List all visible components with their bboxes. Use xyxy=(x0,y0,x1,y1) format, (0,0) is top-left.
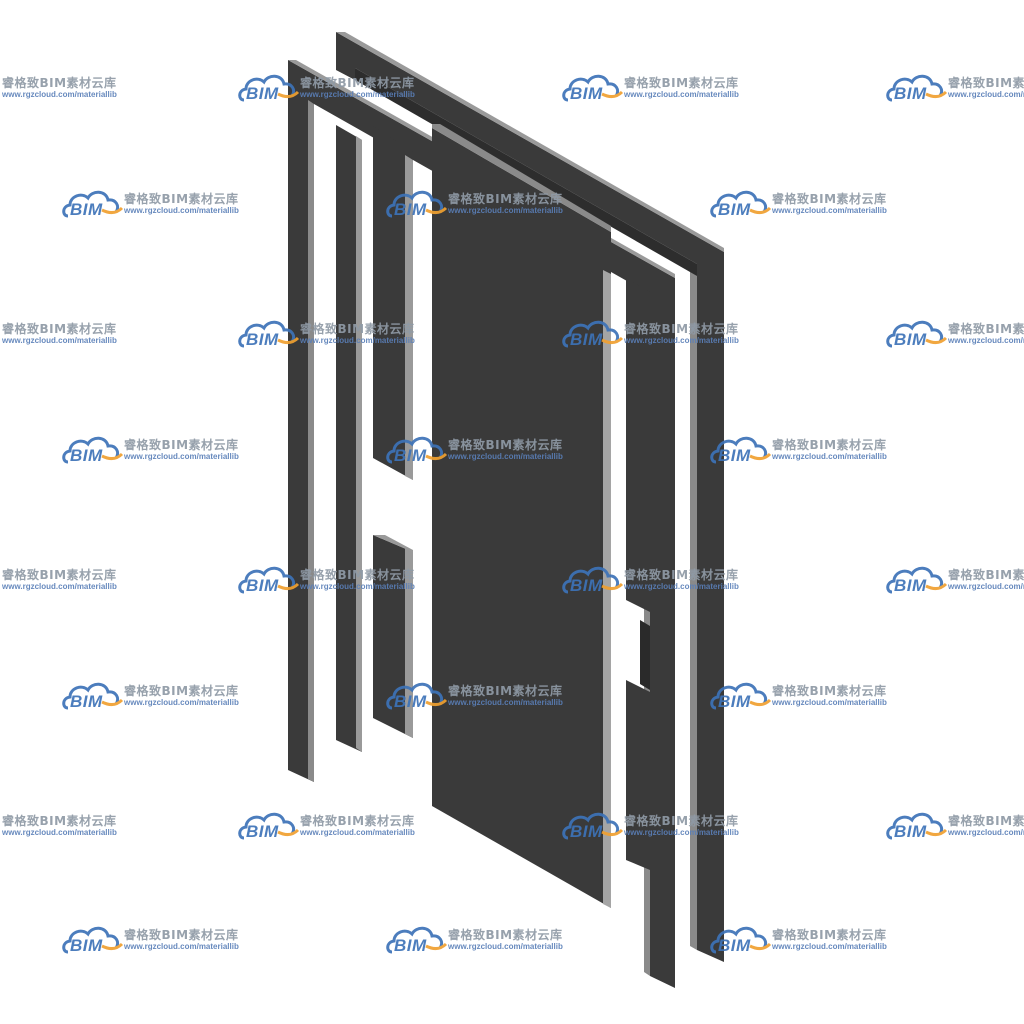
door-leaf xyxy=(432,124,611,908)
lower-bead-strip xyxy=(373,535,413,738)
outer-door-frame xyxy=(336,32,724,962)
lock-jamb xyxy=(626,278,650,870)
left-stile xyxy=(336,125,362,752)
upper-bead-strip xyxy=(373,126,413,480)
